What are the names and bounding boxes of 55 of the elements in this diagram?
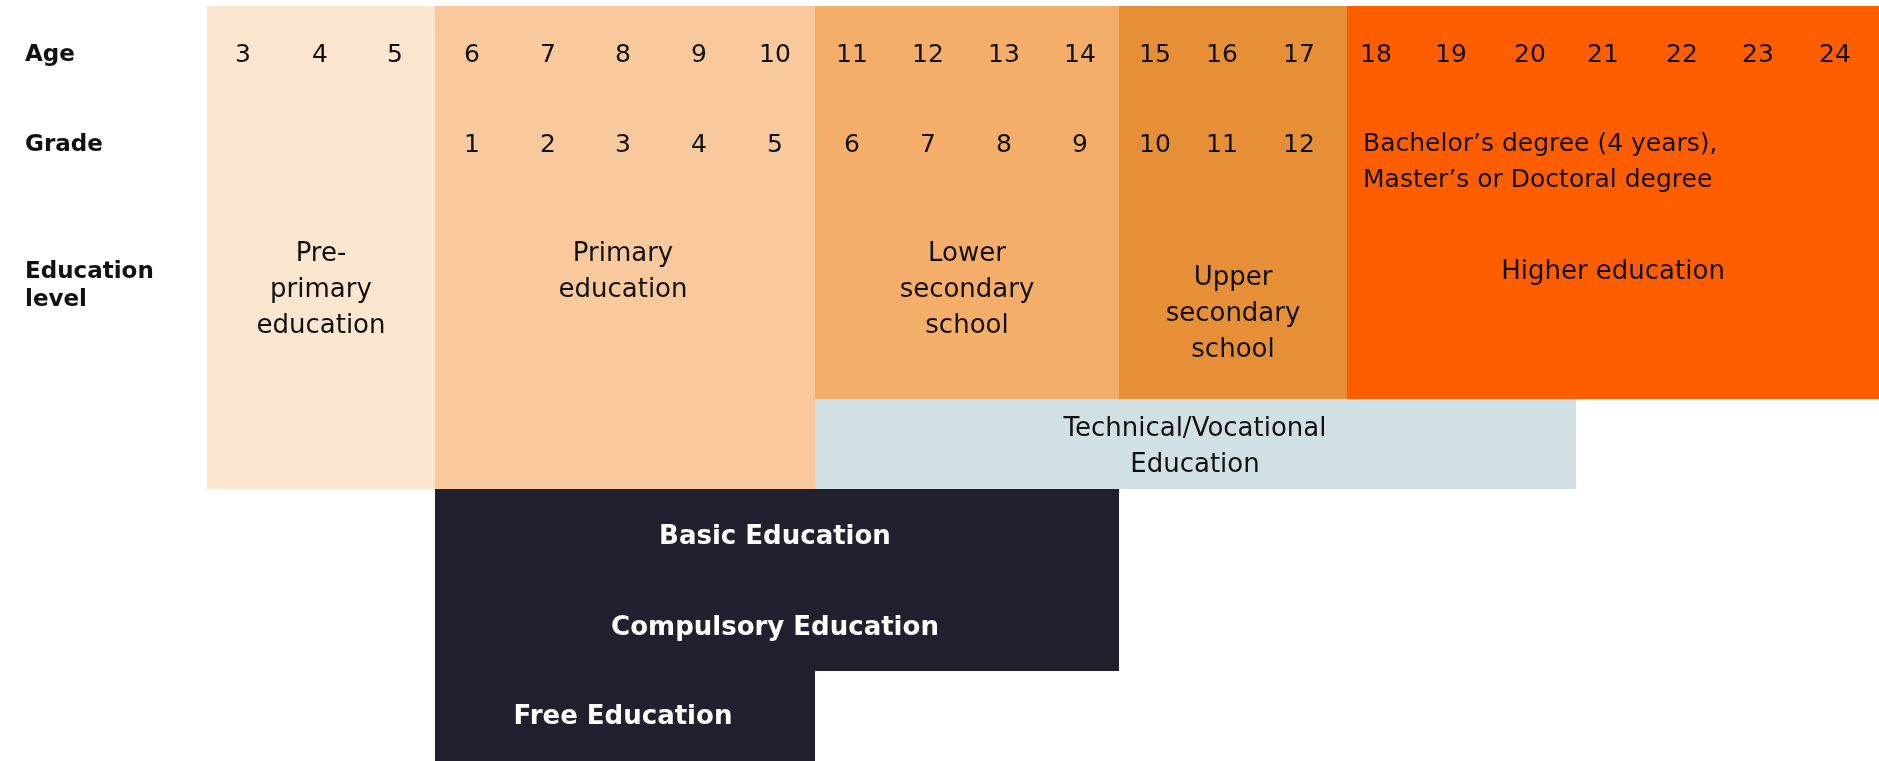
age-number: 22 bbox=[1666, 38, 1698, 68]
grade-number: 7 bbox=[920, 128, 936, 158]
level-label: Upper secondary school bbox=[1165, 260, 1301, 365]
grade-number: 6 bbox=[844, 128, 860, 158]
age-number: 23 bbox=[1742, 38, 1774, 68]
age-number: 4 bbox=[312, 38, 328, 68]
age-number: 18 bbox=[1360, 38, 1392, 68]
age-number: 19 bbox=[1435, 38, 1467, 68]
education-level-band bbox=[435, 6, 815, 489]
grade-number: 10 bbox=[1139, 128, 1171, 158]
education-level-band bbox=[815, 6, 1119, 399]
education-span-bar bbox=[435, 489, 1119, 671]
grade-number: 12 bbox=[1283, 128, 1315, 158]
grade-number: 2 bbox=[540, 128, 556, 158]
age-number: 11 bbox=[836, 38, 868, 68]
level-label: Primary education bbox=[557, 236, 689, 305]
age-number: 15 bbox=[1139, 38, 1171, 68]
age-number: 8 bbox=[615, 38, 631, 68]
level-label: Lower secondary school bbox=[898, 236, 1036, 341]
level-label: Higher education bbox=[1501, 254, 1725, 287]
age-number: 10 bbox=[759, 38, 791, 68]
age-number: 12 bbox=[912, 38, 944, 68]
grade-number: 3 bbox=[615, 128, 631, 158]
age-number: 20 bbox=[1514, 38, 1546, 68]
age-number: 21 bbox=[1587, 38, 1619, 68]
grade-number: 1 bbox=[464, 128, 480, 158]
row-header: Age bbox=[25, 39, 76, 67]
age-number: 13 bbox=[988, 38, 1020, 68]
education-level-band bbox=[1119, 6, 1347, 399]
level-label: Compulsory Education bbox=[611, 610, 939, 643]
age-number: 7 bbox=[540, 38, 556, 68]
grade-number: 8 bbox=[996, 128, 1012, 158]
row-header: Grade bbox=[25, 129, 104, 157]
age-number: 14 bbox=[1064, 38, 1096, 68]
education-level-band bbox=[207, 6, 435, 489]
technical-education-bar bbox=[815, 399, 1576, 489]
degree-note: Bachelor’s degree (4 years), Master’s or Doctoral degree bbox=[1363, 127, 1719, 195]
grade-number: 4 bbox=[691, 128, 707, 158]
education-span-bar bbox=[435, 671, 815, 761]
level-label: Free Education bbox=[513, 699, 733, 732]
grade-number: 11 bbox=[1206, 128, 1238, 158]
grade-number: 5 bbox=[767, 128, 783, 158]
grade-number: 9 bbox=[1072, 128, 1088, 158]
age-number: 16 bbox=[1206, 38, 1238, 68]
level-label: Pre-primary education bbox=[256, 236, 386, 341]
age-number: 6 bbox=[464, 38, 480, 68]
level-label: Technical/Vocational Education bbox=[1062, 411, 1328, 480]
age-number: 24 bbox=[1819, 38, 1851, 68]
age-number: 5 bbox=[387, 38, 403, 68]
level-label: Basic Education bbox=[659, 519, 891, 552]
age-number: 3 bbox=[235, 38, 251, 68]
age-number: 17 bbox=[1283, 38, 1315, 68]
age-number: 9 bbox=[691, 38, 707, 68]
education-level-band bbox=[1347, 6, 1879, 399]
row-header: Education level bbox=[25, 256, 155, 312]
